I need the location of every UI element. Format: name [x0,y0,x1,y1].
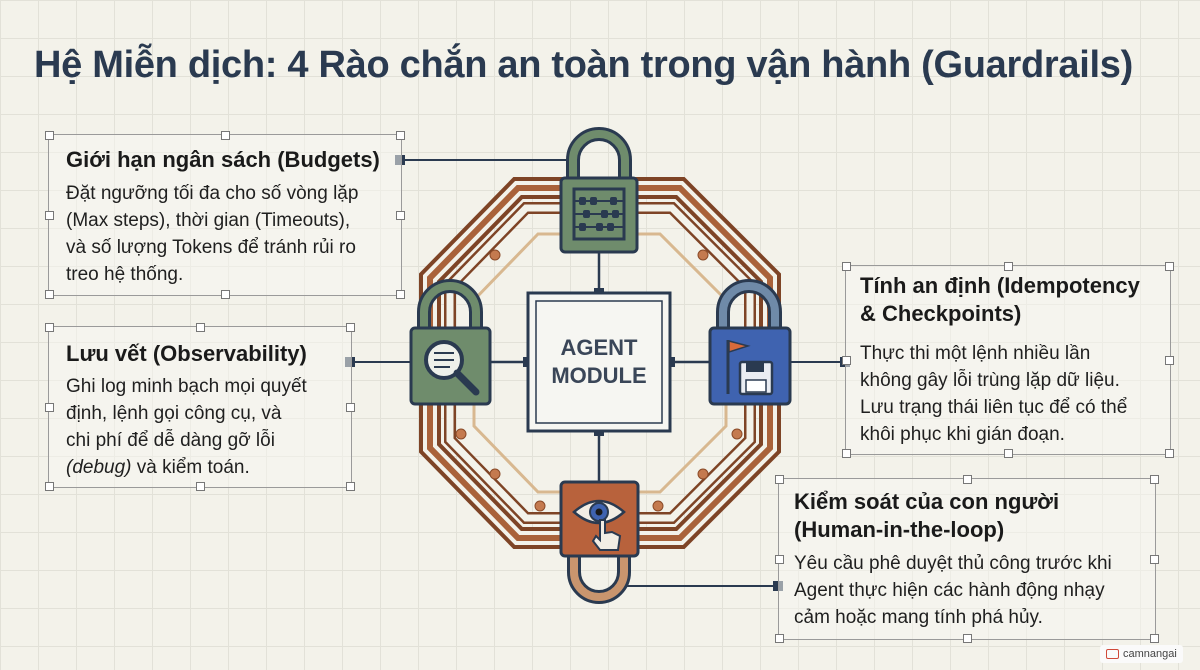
leader-lines [350,159,845,587]
human-title-line: (Human-in-the-loop) [794,517,1005,542]
human-body-line: Yêu cầu phê duyệt thủ công trước khi [794,553,1112,574]
budgets-body-line: (Max steps), thời gian (Timeouts), [66,210,351,231]
budgets-box [45,131,405,299]
budgets-body-line: và số lượng Tokens để tránh rủi ro [66,237,356,258]
human-in-the-loop-box [775,475,1159,643]
idempotency-body-line: Thực thi một lệnh nhiều lần [860,343,1091,364]
agent-module-label: AGENT MODULE [528,293,670,431]
eye-hand-lock-icon [559,480,640,604]
observability-body: Ghi log minh bạch mọi quyết định, lệnh g… [66,373,307,481]
human-in-the-loop-title: Kiểm soát của con người (Human-in-the-lo… [794,488,1059,544]
observability-box [45,323,355,491]
magnifier-lock-icon [409,279,492,406]
observability-body-line: (debug) và kiểm toán. [66,457,250,478]
budgets-body: Đặt ngưỡng tối đa cho số vòng lặp (Max s… [66,180,358,288]
brand-watermark: camnangai [1100,645,1183,663]
observability-body-line: Ghi log minh bạch mọi quyết [66,376,307,397]
agent-module-line2: MODULE [551,363,647,388]
human-body-line: Agent thực hiện các hành động nhạy [794,580,1105,601]
brand-label: camnangai [1123,648,1177,660]
agent-module-box [526,291,672,433]
page-title: Hệ Miễn dịch: 4 Rào chắn an toàn trong v… [34,44,1133,86]
idempotency-title: Tính an định (Idempotency & Checkpoints) [860,272,1140,328]
idempotency-title-line: & Checkpoints) [860,301,1022,326]
budgets-body-line: treo hệ thống. [66,264,184,285]
flag-save-lock-icon [708,279,792,406]
idempotency-box [842,262,1174,458]
human-body-line: cảm hoặc mang tính phá hủy. [794,607,1043,628]
observability-body-line: chi phí để dễ dàng gỡ lỗi [66,430,275,451]
idempotency-body: Thực thi một lệnh nhiều lần không gây lỗ… [860,340,1127,448]
idempotency-body-line: khôi phục khi gián đoạn. [860,424,1065,445]
budgets-body-line: Đặt ngưỡng tối đa cho số vòng lặp [66,183,359,204]
observability-title: Lưu vết (Observability) [66,341,307,366]
agent-module-line1: AGENT [560,335,638,360]
abacus-lock-icon [559,127,639,254]
idempotency-body-line: Lưu trạng thái liên tục để có thể [860,397,1128,418]
budgets-title: Giới hạn ngân sách (Budgets) [66,147,380,172]
spokes [490,252,710,482]
human-title-line: Kiểm soát của con người [794,489,1060,514]
camera-icon [1106,649,1119,659]
ring-beads [455,249,743,512]
human-in-the-loop-body: Yêu cầu phê duyệt thủ công trước khi Age… [794,550,1112,631]
idempotency-body-line: không gây lỗi trùng lặp dữ liệu. [860,370,1120,391]
idempotency-title-line: Tính an định (Idempotency [860,273,1140,298]
observability-body-line: định, lệnh gọi công cụ, và [66,403,282,424]
